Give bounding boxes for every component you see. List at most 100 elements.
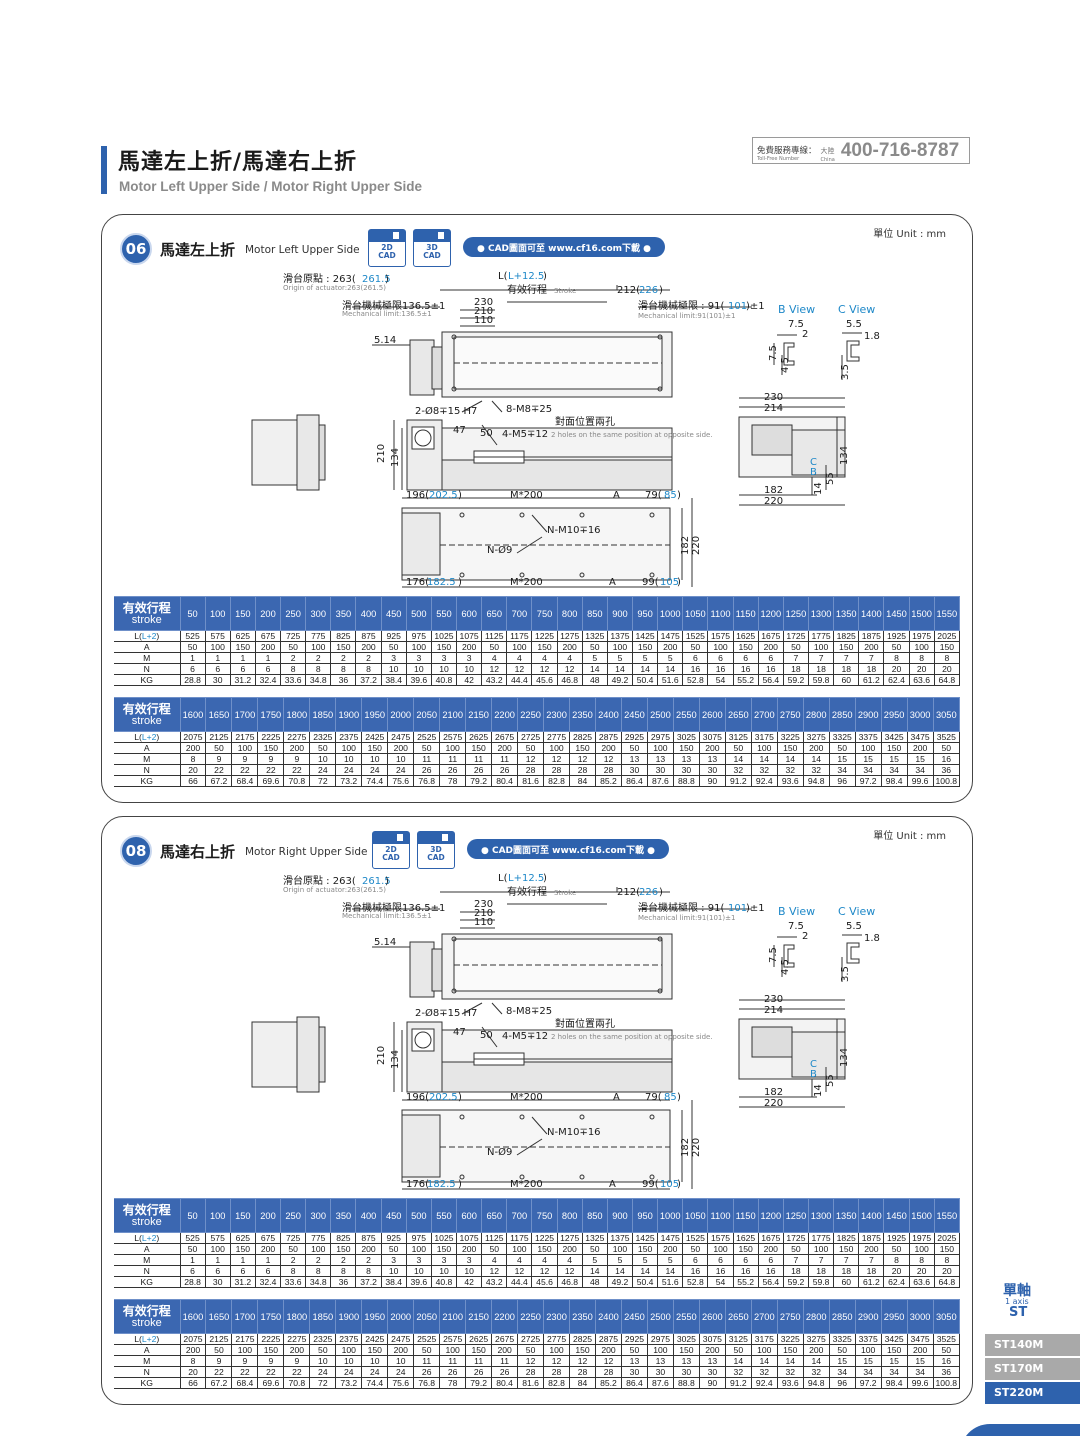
a-cell: 150 (732, 641, 759, 653)
kg-cell: 96 (828, 775, 856, 787)
tab-st170m[interactable]: ST170M (985, 1358, 1080, 1380)
m-cell: 13 (672, 753, 700, 765)
cad-download-link[interactable]: ● CAD圖面可至 www.cf16.com下載 ● (463, 237, 666, 257)
dim-2025: 202.5 (429, 490, 458, 501)
stroke-cell: 2700 (750, 697, 778, 732)
n-cell: 14 (657, 1265, 684, 1277)
a-cell: 200 (355, 641, 382, 653)
kg-cell: 86.4 (620, 775, 648, 787)
drawing-area: 滑台原點 : 263(261.5)Origin of actuator:263(… (102, 215, 974, 595)
l-cell: 2525 (413, 1333, 441, 1345)
tab-st220m[interactable]: ST220M (985, 1382, 1080, 1404)
n-cell: 18 (858, 663, 885, 675)
a-cell: 150 (430, 641, 458, 653)
dim-l-close: ) (543, 873, 547, 884)
dim-opp_zh: 對面位置兩孔 (555, 1017, 615, 1030)
kg-cell: 76.8 (413, 775, 441, 787)
cad-3d-icon[interactable]: 3D CAD (417, 831, 455, 869)
a-label: A (114, 1344, 181, 1356)
l-cell: 1775 (808, 630, 835, 642)
cad-2d-icon[interactable]: 2D CAD (372, 831, 410, 869)
m-cell: 5 (632, 652, 659, 664)
dim-mech_right_en: Mechanical limit:91(101)±1 (638, 914, 735, 922)
m-cell: 11 (439, 753, 467, 765)
cad-3d-icon[interactable]: 3D CAD (413, 229, 451, 267)
l-cell: 3025 (672, 731, 700, 743)
l-cell: 3025 (672, 1333, 700, 1345)
dim-mech-right-close: )±1 (746, 301, 765, 312)
a-cell: 150 (569, 1344, 596, 1356)
m-cell: 3 (430, 652, 458, 664)
stroke-cell: 1200 (757, 596, 784, 631)
dim-origin-close: ) (385, 274, 389, 285)
stroke-label-zh: 有效行程 (122, 701, 171, 716)
dim-212-close: ) (659, 285, 663, 296)
l-cell: 2775 (543, 1333, 571, 1345)
l-cell: 2175 (231, 1333, 259, 1345)
kg-cell: 81.6 (517, 1377, 545, 1389)
l-cell: 2225 (257, 1333, 285, 1345)
n-cell: 16 (707, 1265, 734, 1277)
stroke-cell: 1100 (707, 596, 734, 631)
dim-55: 55 (825, 1074, 836, 1087)
l-cell: 1975 (908, 630, 935, 642)
cad-2d-icon[interactable]: 2D CAD (368, 229, 406, 267)
n-cell: 34 (880, 764, 908, 776)
m-cell: 6 (732, 1254, 759, 1266)
n-cell: 20 (179, 764, 207, 776)
n-cell: 16 (707, 663, 734, 675)
a-cell: 150 (330, 641, 357, 653)
kg-cell: 38.4 (380, 674, 407, 686)
l-prefix: L( (134, 631, 142, 641)
n-cell: 30 (646, 764, 674, 776)
l-cell: 3125 (724, 731, 752, 743)
n-cell: 34 (854, 764, 882, 776)
stroke-cell: 1900 (335, 697, 363, 732)
n-cell: 32 (776, 764, 804, 776)
kg-cell: 43.2 (481, 674, 508, 686)
cad-3d-label: 3D CAD (427, 845, 445, 862)
m-cell: 9 (283, 753, 311, 765)
l-suffix: ) (156, 1334, 160, 1344)
dim-b75: 7.5 (788, 921, 804, 932)
n-cell: 8 (280, 663, 307, 675)
dim-m200: M*200 (510, 1092, 543, 1103)
a-cell: 100 (204, 1243, 231, 1255)
m-cell: 1 (204, 1254, 231, 1266)
a-cell: 200 (491, 1344, 519, 1356)
m-cell: 15 (854, 753, 882, 765)
tab-st140m[interactable]: ST140M (985, 1334, 1080, 1356)
n-cell: 14 (581, 1265, 608, 1277)
m-cell: 7 (833, 652, 860, 664)
kg-cell: 79.2 (465, 1377, 493, 1389)
dim-d50: 50 (480, 1030, 493, 1041)
stroke-cell: 400 (355, 1198, 382, 1233)
m-cell: 13 (646, 1355, 674, 1367)
dim-mech_left_zh: 滑台機械極限136.5±1 (342, 299, 445, 312)
m-cell: 6 (682, 652, 709, 664)
m-cell: 6 (732, 652, 759, 664)
stroke-cell: 100 (204, 1198, 231, 1233)
m-cell: 8 (933, 652, 961, 664)
section-number-badge: 08 (120, 835, 152, 867)
l-cell: 1125 (481, 630, 508, 642)
a-cell: 100 (204, 641, 231, 653)
hotline-number[interactable]: 400-716-8787 (840, 139, 960, 161)
dim-l-val: L+12.5 (508, 873, 544, 884)
m-cell: 14 (724, 1355, 752, 1367)
stroke-cell: 1350 (833, 596, 860, 631)
n-cell: 8 (305, 1265, 332, 1277)
n-cell: 10 (456, 1265, 483, 1277)
stroke-cell: 1550 (933, 596, 961, 631)
a-cell: 150 (569, 742, 596, 754)
stroke-cell: 950 (632, 596, 659, 631)
m-cell: 2 (280, 1254, 307, 1266)
stroke-cell: 1100 (707, 1198, 734, 1233)
cad-download-link[interactable]: ● CAD圖面可至 www.cf16.com下載 ● (467, 839, 670, 859)
l-cell: 2725 (517, 731, 545, 743)
a-cell: 50 (782, 641, 810, 653)
dim-212: 212( (617, 285, 640, 296)
l-cell: 2375 (335, 731, 363, 743)
